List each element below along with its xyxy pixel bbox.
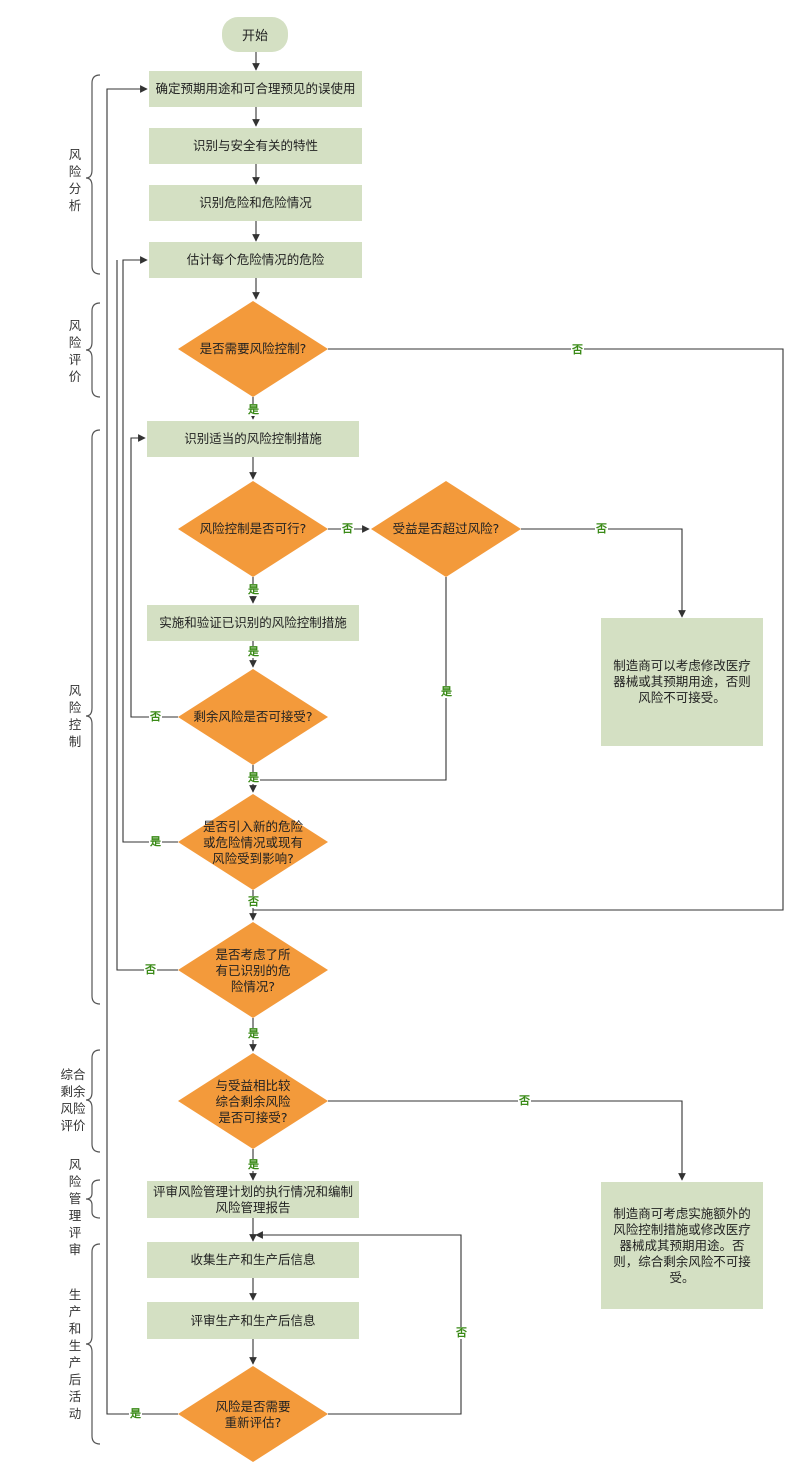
connectors	[106, 52, 784, 1415]
label-d4-yes: 是	[247, 771, 260, 784]
diamond-d8	[178, 1366, 328, 1462]
label-d7-yes: 是	[247, 1158, 260, 1171]
step-estimate-risk: 估计每个危险情况的危险	[149, 242, 362, 278]
step-implement-controls: 实施和验证已识别的风险控制措施	[147, 605, 359, 641]
diamond-d6	[178, 922, 328, 1018]
label-d7-no: 否	[518, 1094, 531, 1107]
phase-risk-control: 风险控制	[68, 683, 82, 749]
diamond-d7	[178, 1053, 328, 1149]
step-review-info: 评审生产和生产后信息	[147, 1302, 359, 1339]
label-s6-yes: 是	[247, 645, 260, 658]
decision-residual-acceptable: 剩余风险是否可接受?	[193, 709, 313, 724]
start-node: 开始	[222, 17, 288, 52]
label-d2-yes: 是	[247, 583, 260, 596]
label-d8-yes: 是	[129, 1407, 142, 1420]
diamond-d4	[178, 669, 328, 765]
label-d1-yes: 是	[247, 403, 260, 416]
phase-overall-residual: 综合剩余风险评价	[60, 1067, 86, 1133]
diamonds	[178, 301, 521, 1462]
decision-overall-residual: 与受益相比较综合剩余风险是否可接受?	[215, 1078, 291, 1125]
decision-benefit-outweighs: 受益是否超过风险?	[392, 521, 500, 536]
label-d3-no: 否	[595, 522, 608, 535]
decision-reevaluate: 风险是否需要重新评估?	[215, 1399, 291, 1430]
step-review-plan: 评审风险管理计划的执行情况和编制风险管理报告	[147, 1181, 359, 1218]
decision-all-considered: 是否考虑了所有已识别的危险情况?	[215, 947, 291, 994]
label-d4-no: 否	[149, 710, 162, 723]
phase-risk-evaluation: 风险评价	[68, 318, 82, 384]
phase-production: 生产和生产后活动	[68, 1287, 82, 1421]
decision-new-hazards: 是否引入新的危险或危险情况或现有风险受到影响?	[202, 819, 303, 866]
label-d1-no: 否	[571, 343, 584, 356]
label-d6-no: 否	[144, 963, 157, 976]
label-d2-no: 否	[341, 522, 354, 535]
decision-control-feasible: 风险控制是否可行?	[199, 521, 307, 536]
diamond-d2	[178, 481, 328, 577]
phase-risk-analysis: 风险分析	[68, 147, 82, 213]
decision-need-control: 是否需要风险控制?	[199, 341, 307, 356]
phase-braces	[85, 74, 101, 1445]
label-d6-yes: 是	[247, 1027, 260, 1040]
note-additional-controls: 制造商可考虑实施额外的风险控制措施或修改医疗器械成其预期用途。否则，综合剩余风险…	[601, 1182, 763, 1309]
note-modify-device: 制造商可以考虑修改医疗器械或其预期用途，否则风险不可接受。	[601, 618, 763, 746]
diamond-d1	[178, 301, 328, 397]
label-d5-yes: 是	[149, 835, 162, 848]
phase-management-review: 风险管理评审	[68, 1157, 82, 1257]
step-identify-hazards: 识别危险和危险情况	[149, 185, 362, 221]
step-identify-controls: 识别适当的风险控制措施	[147, 421, 359, 457]
step-collect-info: 收集生产和生产后信息	[147, 1242, 359, 1278]
label-d3-yes: 是	[440, 685, 453, 698]
label-d5-no: 否	[247, 895, 260, 908]
label-d8-no: 否	[455, 1326, 468, 1339]
diamond-d3	[371, 481, 521, 577]
step-safety-characteristics: 识别与安全有关的特性	[149, 128, 362, 164]
step-intended-use: 确定预期用途和可合理预见的误使用	[149, 71, 362, 107]
diamond-d5	[178, 794, 328, 890]
